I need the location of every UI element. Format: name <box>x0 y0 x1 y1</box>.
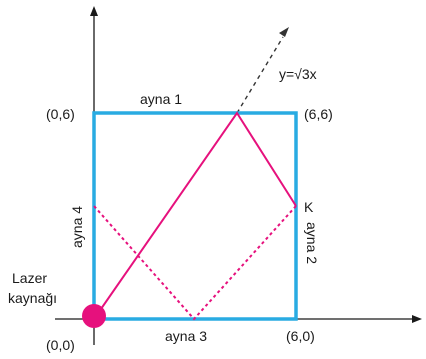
label-corner-top-right: (6,6) <box>304 106 333 122</box>
ray-extension-arrow <box>279 27 289 37</box>
label-corner-bottom-right: (6,0) <box>286 328 315 344</box>
laser-source-dot <box>82 304 106 328</box>
label-point-k: K <box>304 199 314 215</box>
label-source-line2: kaynağı <box>8 290 57 306</box>
label-line-equation: y=√3x <box>279 66 317 82</box>
label-ayna-3: ayna 3 <box>165 328 207 344</box>
label-ayna-1: ayna 1 <box>140 91 182 107</box>
laser-reflection-dotted <box>93 205 297 321</box>
laser-path <box>93 111 297 320</box>
label-ayna-2: ayna 2 <box>304 222 320 264</box>
label-origin: (0,0) <box>46 337 75 353</box>
label-ayna-4: ayna 4 <box>69 206 85 248</box>
y-axis-arrow <box>90 6 98 16</box>
label-source-line1: Lazer <box>12 270 47 286</box>
label-corner-top-left: (0,6) <box>46 106 75 122</box>
mirror-box <box>92 111 298 321</box>
ray-extension <box>236 36 284 114</box>
x-axis-arrow <box>412 315 422 323</box>
